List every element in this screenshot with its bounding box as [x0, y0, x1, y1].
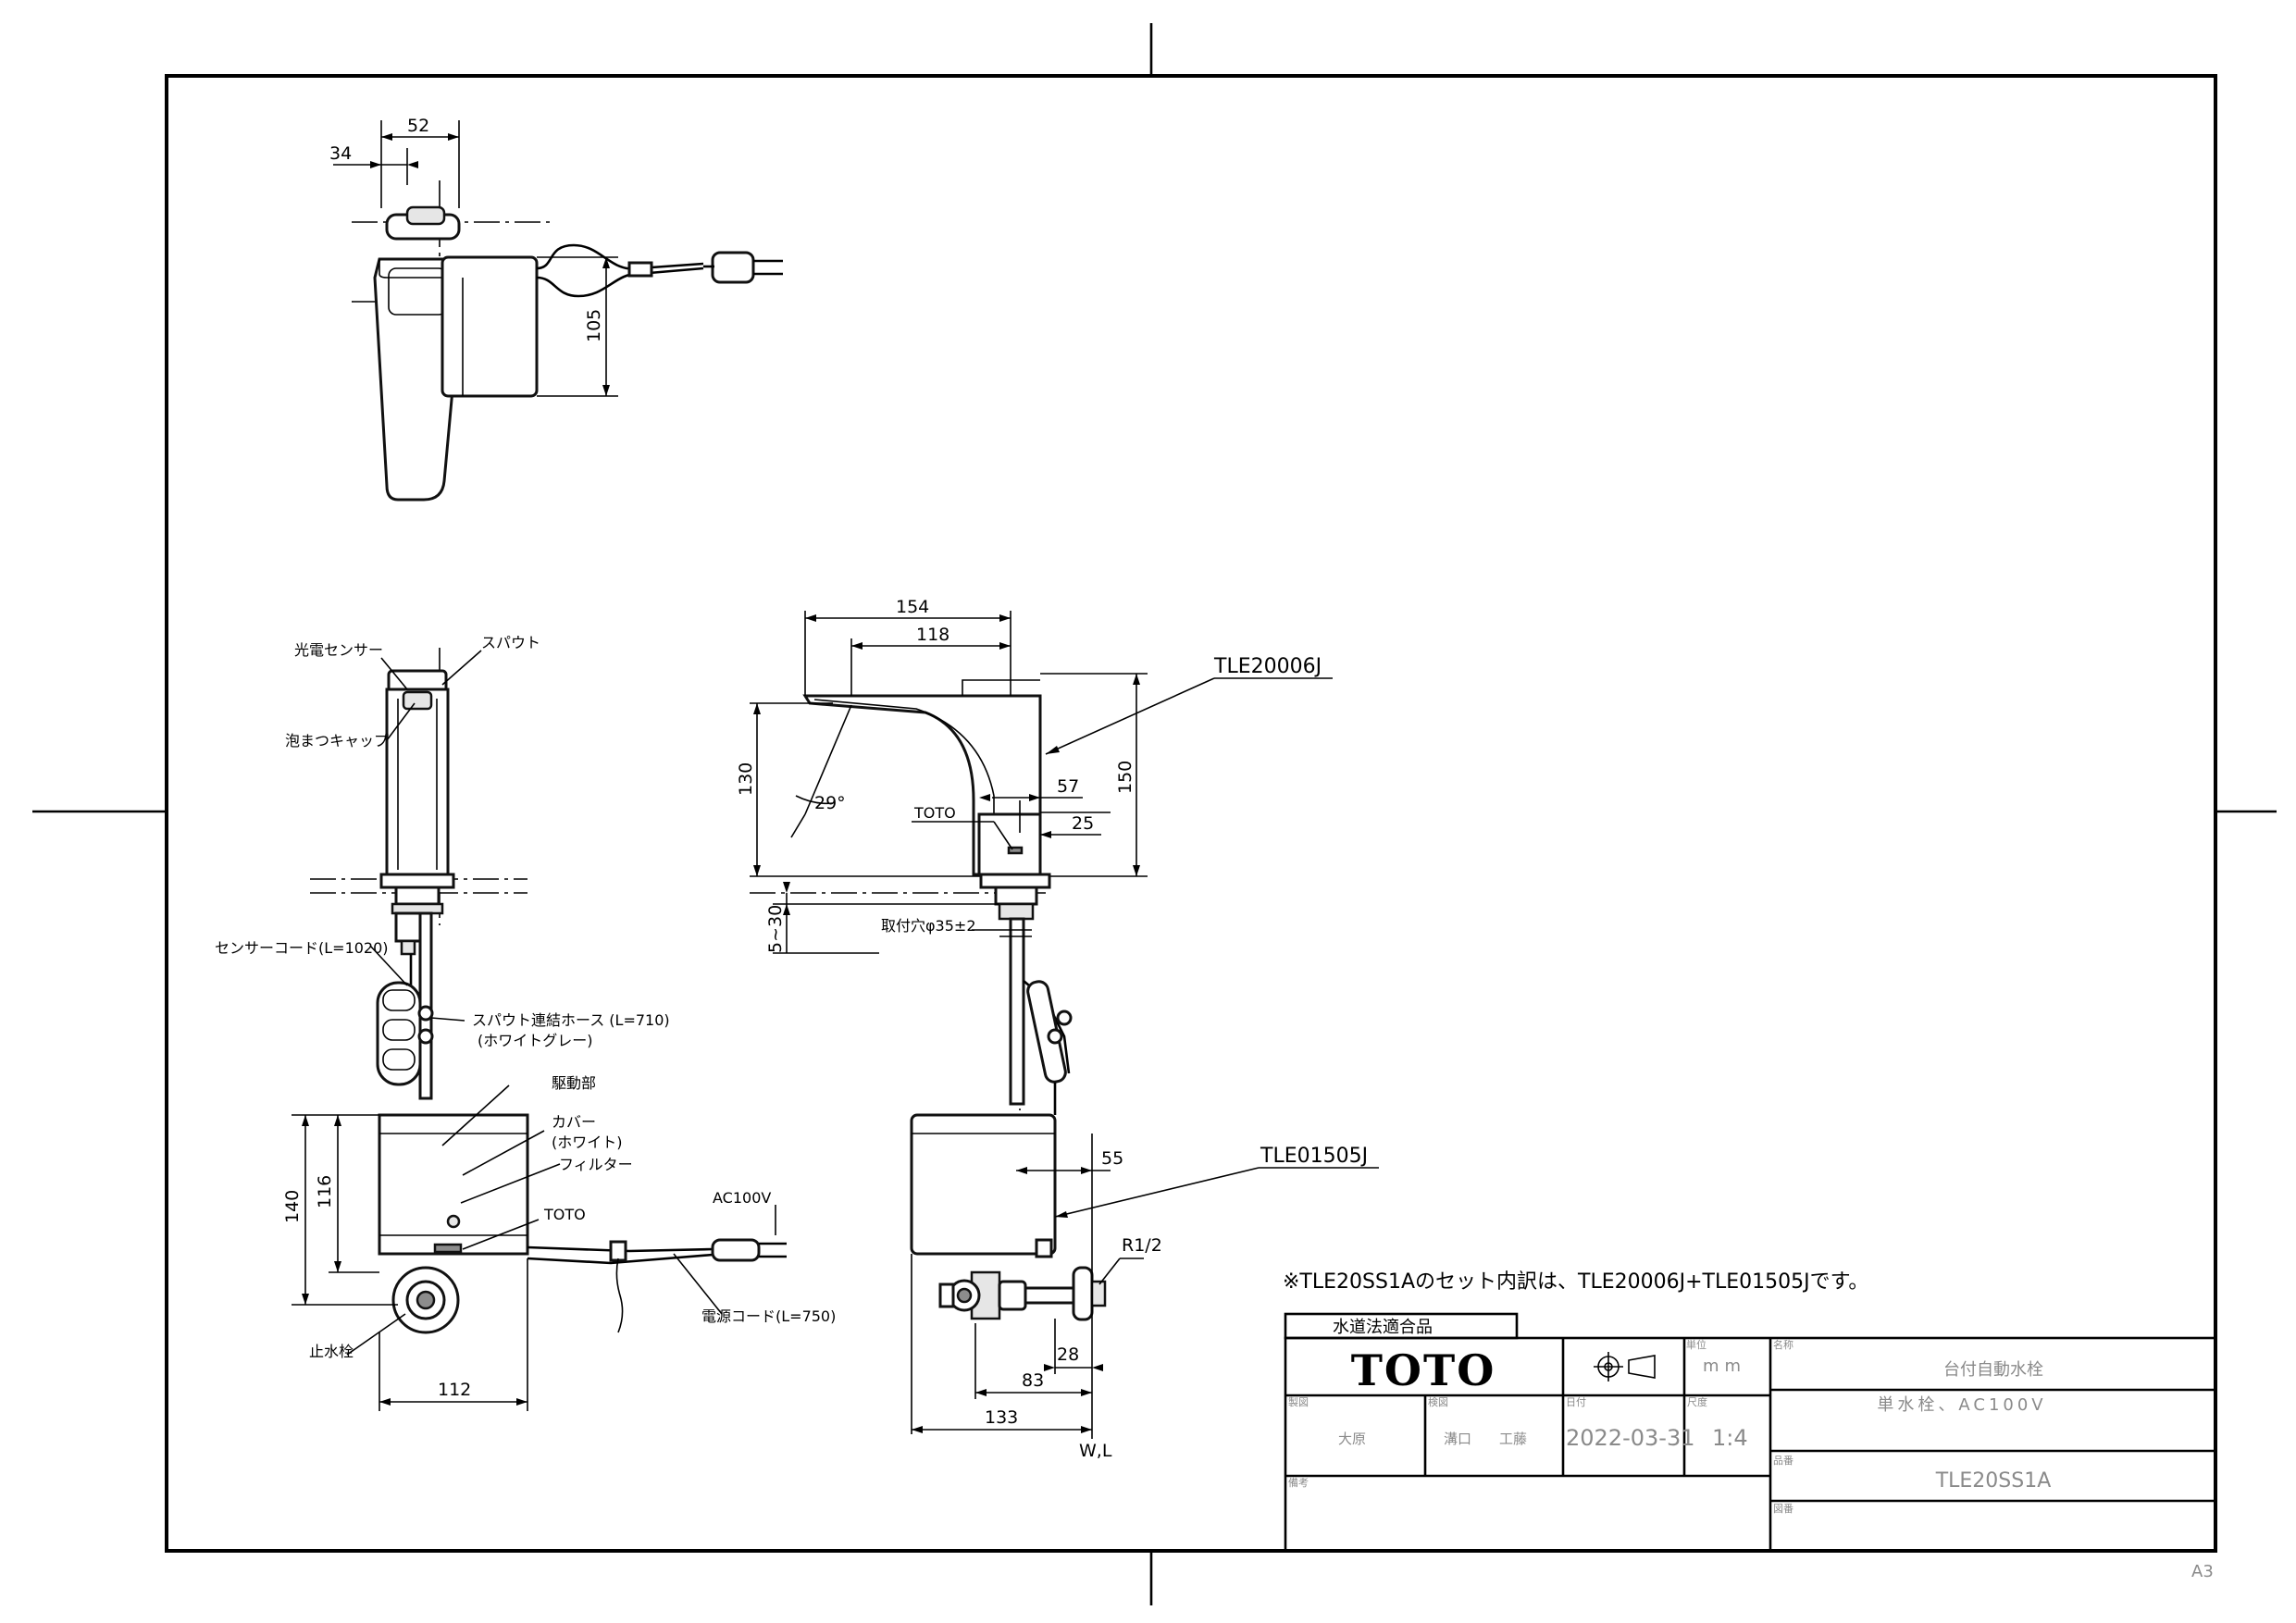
label-power-cord: 電源コード(L=750) [701, 1307, 836, 1325]
label-ac: AC100V [713, 1189, 771, 1207]
label-aerator: 泡まつキャップ [285, 732, 389, 750]
unit-label: 単位 [1686, 1338, 1706, 1351]
dim-105: 105 [584, 309, 604, 342]
dim-116: 116 [315, 1175, 335, 1208]
drawing-label: 図番 [1773, 1503, 1793, 1515]
label-hose-color: (ホワイトグレー) [478, 1032, 593, 1049]
top-view: 34 52 105 [329, 116, 783, 502]
part-number: TLE20SS1A [1935, 1469, 2052, 1493]
side-toto-label: TOTO [913, 804, 956, 822]
thread-label: R1/2 [1122, 1235, 1162, 1256]
checked-by-2: 工藤 [1499, 1431, 1527, 1447]
dim-28: 28 [1057, 1344, 1079, 1365]
dim-130: 130 [736, 762, 756, 796]
name-label: 名称 [1773, 1338, 1793, 1351]
sheet-frame [32, 23, 2277, 1605]
dim-34: 34 [329, 143, 352, 164]
part-label: 品番 [1773, 1455, 1793, 1467]
product-name: 台付自動水栓 [1943, 1360, 2043, 1380]
part-box-label: TLE01505J [1260, 1145, 1368, 1168]
label-toto: TOTO [543, 1206, 586, 1223]
date-label: 日付 [1566, 1396, 1586, 1408]
sheet-size: A3 [2191, 1562, 2214, 1581]
drawn-by: 大原 [1338, 1431, 1366, 1447]
dim-52: 52 [407, 116, 429, 136]
label-sensor: 光電センサー [294, 641, 383, 659]
scale-label: 尺度 [1687, 1395, 1707, 1408]
dim-140: 140 [282, 1190, 303, 1223]
dim-150: 150 [1115, 761, 1136, 794]
scale-value: 1:4 [1712, 1425, 1748, 1451]
side-view: TLE20006J TLE01505J TOTO 取付穴φ35±2 29° R1… [736, 597, 1379, 1461]
projection-symbol-icon [1594, 1352, 1656, 1381]
set-note: ※TLE20SS1Aのセット内訳は、TLE20006J+TLE01505Jです。 [1283, 1270, 1868, 1294]
dim-55: 55 [1101, 1148, 1123, 1169]
label-cover-color: (ホワイト) [552, 1134, 623, 1151]
dim-118: 118 [916, 625, 949, 645]
dim-57: 57 [1057, 776, 1079, 797]
product-subname: 単水栓、AC100V [1877, 1395, 2046, 1415]
label-filter: フィルター [559, 1156, 633, 1173]
label-hose: スパウト連結ホース (L=710) [472, 1011, 670, 1029]
dim-133: 133 [985, 1407, 1018, 1428]
checked-by-1: 溝口 [1444, 1431, 1471, 1447]
dim-5-30: 5~30 [765, 905, 786, 953]
title-block: TOTO 水道法適合品 単位 mm 名称 台付自動水栓 単水栓、AC100V 製… [1284, 1312, 2217, 1553]
angle-label: 29° [814, 793, 846, 813]
part-spout-label: TLE20006J [1213, 655, 1322, 678]
label-sensor-cord: センサーコード(L=1020) [215, 939, 389, 957]
wl-label: W,L [1079, 1441, 1112, 1461]
unit-value: mm [1703, 1357, 1746, 1376]
label-spout: スパウト [481, 634, 540, 651]
compliance-label: 水道法適合品 [1333, 1318, 1433, 1337]
date-value: 2022-03-31 [1566, 1425, 1694, 1451]
label-cover: カバー [552, 1113, 596, 1131]
dim-83: 83 [1022, 1370, 1044, 1391]
mount-hole-label: 取付穴φ35±2 [881, 917, 976, 935]
toto-logo: TOTO [1351, 1345, 1496, 1395]
dim-25: 25 [1072, 813, 1094, 834]
remarks-label: 備考 [1288, 1477, 1309, 1489]
label-drive: 駆動部 [552, 1074, 596, 1092]
dim-112: 112 [438, 1380, 471, 1400]
dim-154: 154 [896, 597, 929, 617]
front-view: 光電センサー スパウト 泡まつキャップ センサーコード(L=1020) スパウト… [215, 634, 836, 1411]
label-stop-valve: 止水栓 [309, 1343, 354, 1360]
checked-label: 検図 [1428, 1395, 1448, 1408]
drawn-label: 製図 [1288, 1395, 1309, 1408]
